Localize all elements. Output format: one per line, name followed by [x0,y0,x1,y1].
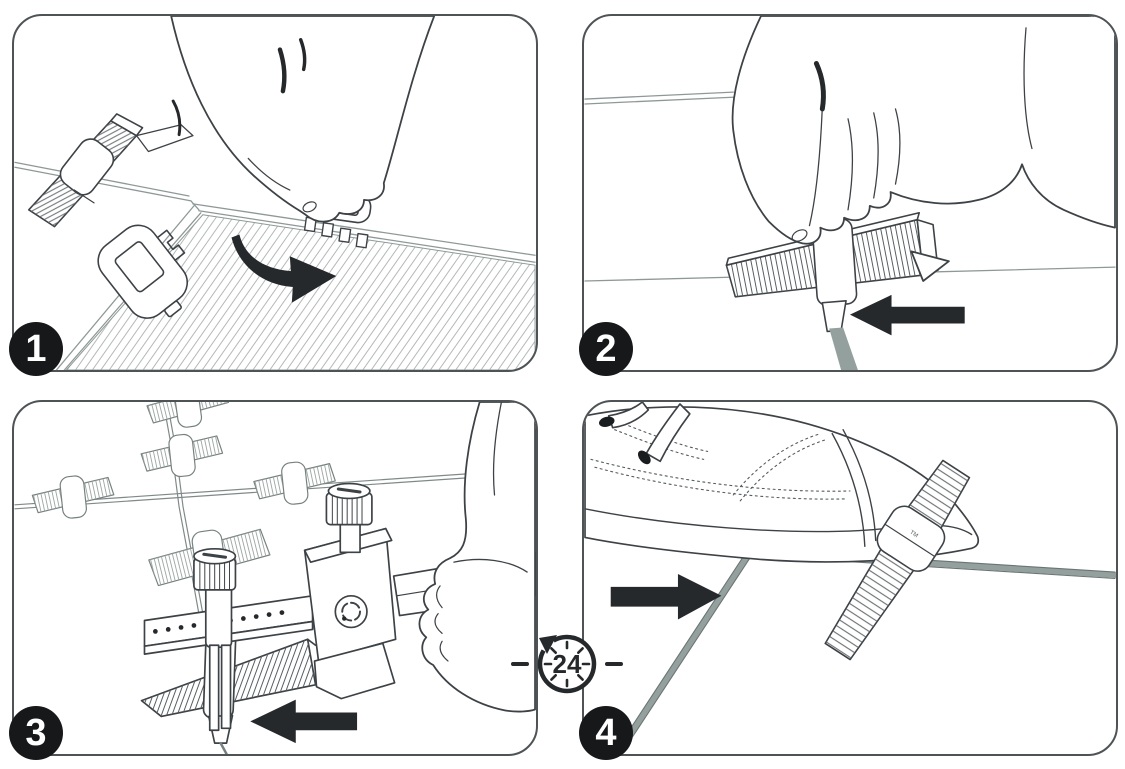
installed-clips-background [30,402,338,592]
sleeve-cuff [910,250,950,282]
illustration-place-clip [14,16,536,370]
panel-frame [12,14,538,372]
illustration-tighten-with-pliers [14,402,536,754]
panel-step-1: 1 [9,14,538,376]
clip-marking-label: TM [908,530,918,540]
panel-frame [582,14,1118,372]
illustration-insert-wedge [584,16,1116,370]
knurled-knob-left [193,547,237,591]
wedge-and-clip-assembly [27,113,194,228]
loose-leveling-clip [97,224,189,319]
shoe-laces [599,402,691,465]
panel-frame [12,400,538,756]
clock-ticks [543,640,591,688]
step-number-badge: 4 [579,706,633,760]
tool-foot [313,642,396,700]
arrow-left-icon [250,699,358,744]
shoe [584,402,980,563]
illustration-kick-off-clip: TM [584,402,1116,754]
stitching [590,421,851,502]
clip-and-wedge-being-kicked: TM [824,459,971,661]
hand [731,16,1116,282]
hand-gripping-tool [418,402,536,713]
grout-joint [829,327,858,370]
arrow-right-icon [610,574,722,620]
step-number-badge: 3 [9,706,63,760]
panel-step-4: TM 4 [579,400,1118,760]
wait-hours-value: 24 [553,649,582,679]
clock-rotation-icon: 24 [511,634,623,694]
step-number-badge: 1 [9,322,63,376]
curved-rotate-arrow-icon [231,234,337,303]
hand [170,16,436,223]
panel-frame: TM [582,400,1118,756]
wait-24-hours-indicator: 24 [509,616,625,712]
step-number-badge: 2 [579,322,633,376]
clip-strap [811,218,858,333]
arrow-left-icon [850,294,965,336]
panel-step-2: 2 [579,14,1118,376]
panel-step-3: 3 [9,400,538,760]
knurled-knob-right [325,482,373,526]
